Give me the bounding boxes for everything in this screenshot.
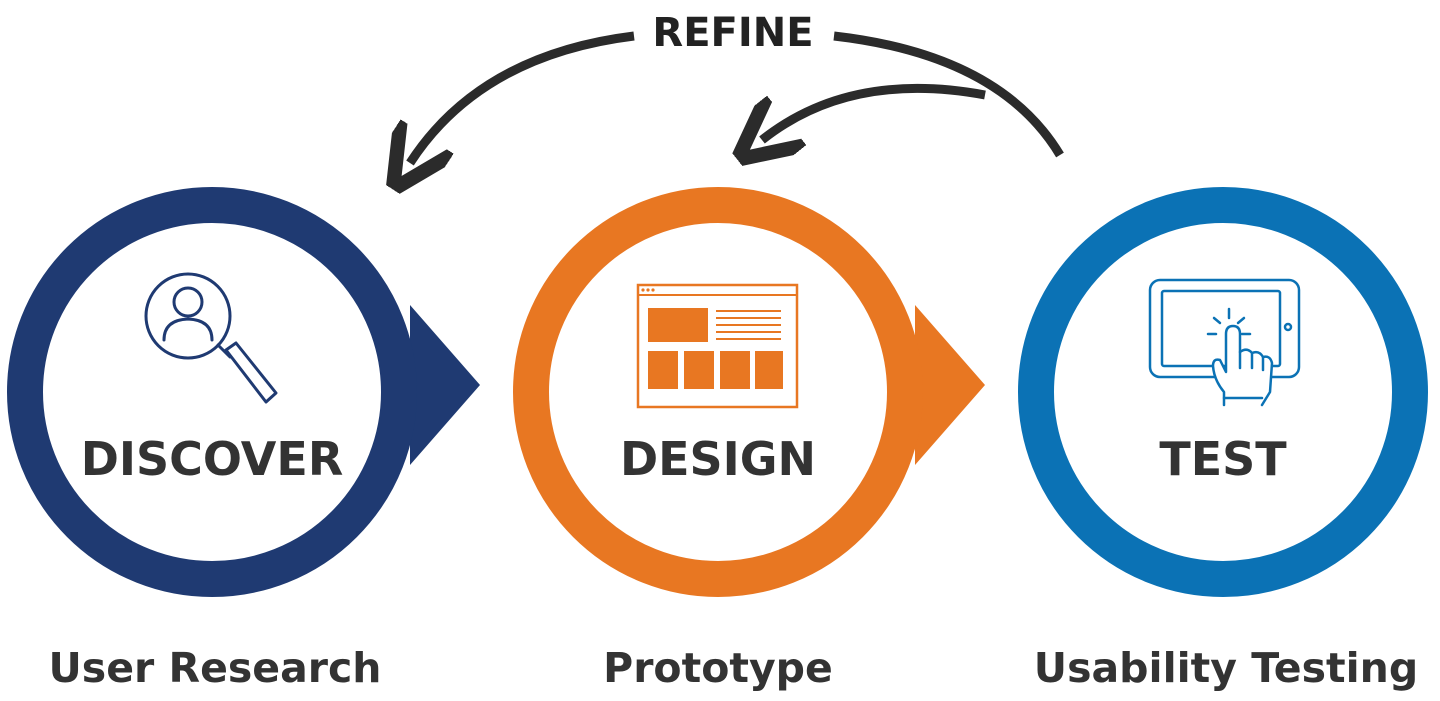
test-title: TEST: [1159, 432, 1287, 486]
wireframe-layout-icon: [636, 283, 799, 409]
discover-title: DISCOVER: [81, 432, 344, 486]
refine-arrow-to-design: [762, 83, 986, 140]
stage-test: TEST: [1018, 187, 1428, 597]
design-title: DESIGN: [620, 432, 816, 486]
tablet-touch-icon: [1148, 278, 1301, 407]
test-caption: Usability Testing: [1034, 644, 1418, 692]
test-ring: [1018, 187, 1428, 597]
design-caption: Prototype: [603, 644, 833, 692]
discover-ring: [7, 187, 417, 597]
discover-pointer: [410, 305, 480, 465]
magnifier-user-icon: [144, 272, 278, 404]
touch-rays: [1206, 307, 1252, 336]
stage-discover: DISCOVER: [7, 187, 480, 597]
stage-design: DESIGN: [513, 187, 985, 597]
design-pointer: [915, 305, 985, 465]
refine-label: REFINE: [652, 10, 813, 56]
discover-caption: User Research: [49, 644, 382, 692]
refine-arrow-to-discover: [410, 31, 635, 163]
refine-arrows: [410, 31, 1064, 163]
refine-arrow-from-test: [833, 31, 1064, 158]
design-ring: [513, 187, 923, 597]
